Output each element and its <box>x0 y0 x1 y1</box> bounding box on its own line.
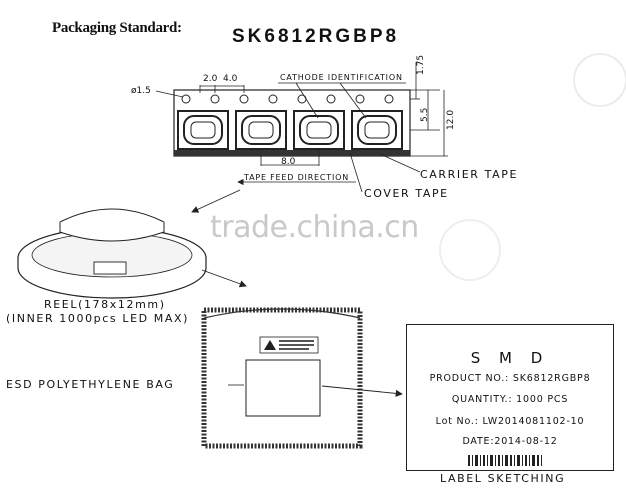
dim-120-label: 12.0 <box>446 109 456 130</box>
carrier-tape-drawing <box>173 89 411 157</box>
watermark: trade.china.cn <box>210 210 419 245</box>
dim-55-label: 5.5 <box>420 107 430 122</box>
reel-drawing <box>17 208 207 299</box>
esd-bag-drawing <box>201 307 363 449</box>
tape-feed-direction-label: TAPE FEED DIRECTION <box>244 173 350 182</box>
dim-80-label: 8.0 <box>281 157 296 167</box>
label-lot-no: Lot No.: LW2014081102-10 <box>435 416 585 427</box>
reel-size-label: REEL(178x12mm) <box>44 298 166 311</box>
pitch-2-label: 2.0 <box>203 74 218 84</box>
esd-bag-label: ESD POLYETHYLENE BAG <box>6 378 175 391</box>
cathode-identification-label: CATHODE IDENTIFICATION <box>280 73 403 82</box>
carrier-tape-label: CARRIER TAPE <box>420 168 518 181</box>
label-card: S M D PRODUCT NO.: SK6812RGBP8 QUANTITY.… <box>406 324 614 471</box>
cover-tape-label: COVER TAPE <box>364 187 449 200</box>
packaging-standard-label: Packaging Standard: <box>52 20 182 36</box>
label-sketching-caption: LABEL SKETCHING <box>440 472 566 485</box>
page-title: SK6812RGBP8 <box>232 26 400 47</box>
label-product-no: PRODUCT NO.: SK6812RGBP8 <box>429 373 591 384</box>
barcode-icon <box>468 455 542 466</box>
dim-175-label: 1.75 <box>416 54 426 75</box>
pitch-4-label: 4.0 <box>223 74 238 84</box>
label-smd: S M D <box>470 349 550 367</box>
reel-capacity-label: (INNER 1000pcs LED MAX) <box>6 312 190 325</box>
hole-diameter-label: ø1.5 <box>131 86 151 96</box>
label-date: DATE:2014-08-12 <box>462 436 558 447</box>
label-quantity: QUANTITY.: 1000 PCS <box>451 394 569 405</box>
